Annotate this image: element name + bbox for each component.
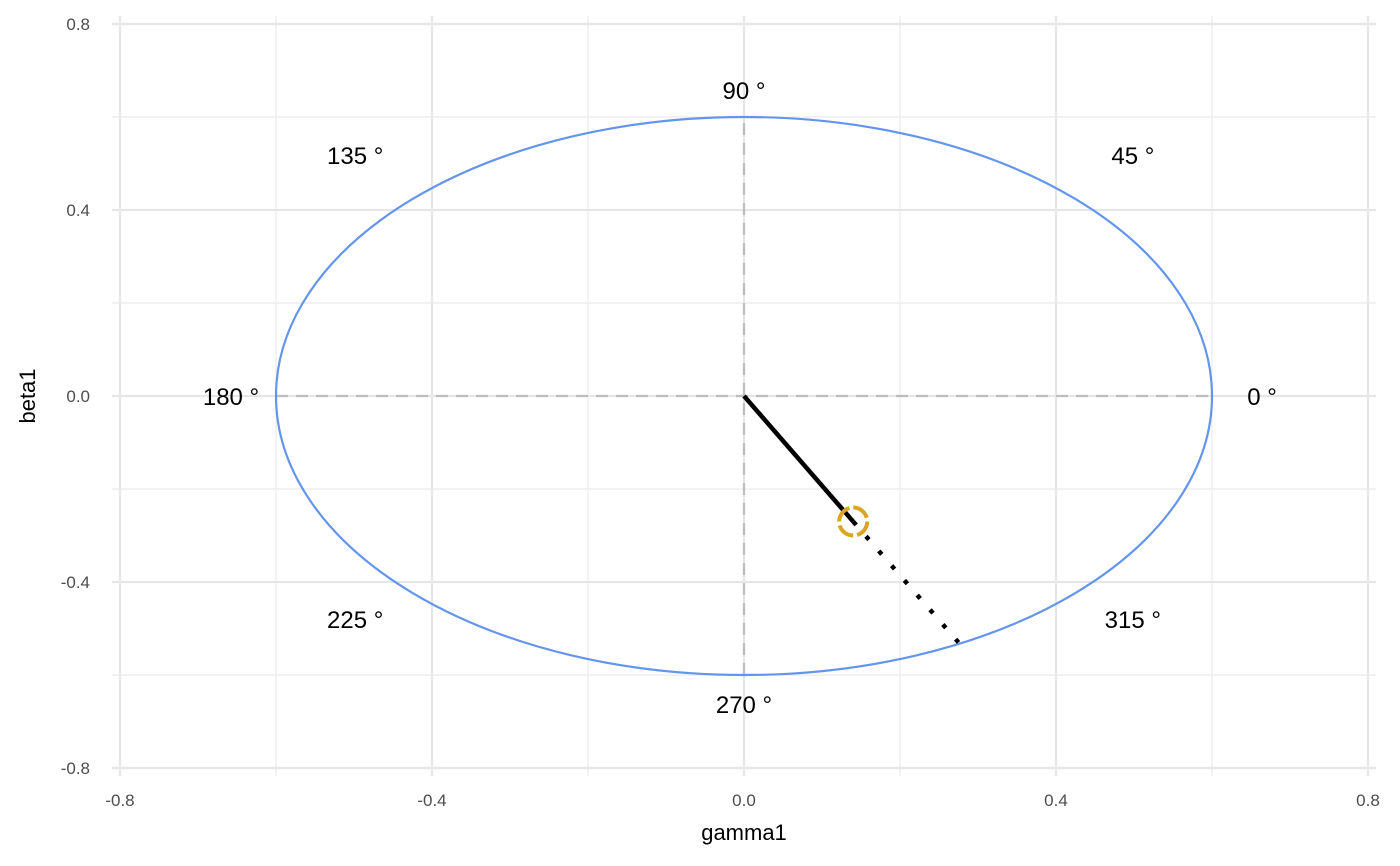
angle-labels: 0 ° 45 ° 90 ° 135 ° 180 ° 225 ° 270 ° 315 ° <box>203 78 1277 719</box>
y-tick-label: 0.8 <box>66 15 90 34</box>
x-axis-title: gamma1 <box>701 820 787 845</box>
angle-label: 270 ° <box>716 692 772 719</box>
x-axis-ticks: -0.8 -0.4 0.0 0.4 0.8 <box>105 791 1379 810</box>
angle-label: 0 ° <box>1247 384 1277 411</box>
vector-extension-line <box>851 520 961 644</box>
point-layer <box>837 505 870 538</box>
vector-layer <box>742 394 961 644</box>
y-tick-label: 0.0 <box>66 387 90 406</box>
x-tick-label: 0.4 <box>1044 791 1068 810</box>
circle-layer <box>274 115 1214 677</box>
angle-label: 45 ° <box>1111 143 1154 170</box>
angle-label: 90 ° <box>723 78 766 105</box>
y-tick-label: 0.4 <box>66 201 90 220</box>
angle-label: 315 ° <box>1105 607 1161 634</box>
y-tick-label: -0.8 <box>61 759 90 778</box>
unit-circle <box>274 115 1214 677</box>
x-tick-label: 0.0 <box>732 791 756 810</box>
angle-label: 135 ° <box>327 143 383 170</box>
x-tick-label: -0.8 <box>105 791 134 810</box>
y-axis-ticks: -0.8 -0.4 0.0 0.4 0.8 <box>61 15 90 778</box>
y-axis-title: beta1 <box>15 368 40 423</box>
vector-line <box>742 394 855 524</box>
x-tick-label: -0.4 <box>417 791 446 810</box>
x-tick-label: 0.8 <box>1356 791 1380 810</box>
angle-label: 225 ° <box>327 607 383 634</box>
y-tick-label: -0.4 <box>61 573 90 592</box>
data-point <box>837 505 870 538</box>
angle-label: 180 ° <box>203 384 259 411</box>
